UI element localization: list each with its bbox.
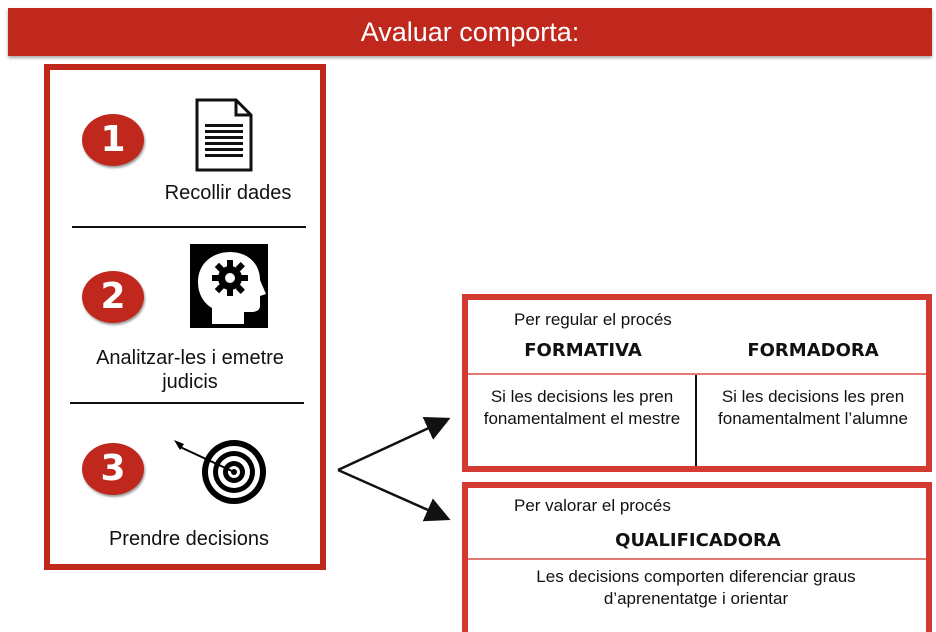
steps-panel [44, 64, 326, 570]
formativa-description: Si les decisions les pren fonamentalment… [483, 387, 681, 428]
qualificadora-heading: QUALIFICADORA [615, 530, 781, 551]
header-title: Avaluar comporta: [360, 17, 580, 47]
step-2-label: Analitzar-les i emetre judicis [96, 347, 284, 393]
column-divider [695, 375, 697, 466]
step-3-label: Prendre decisions [108, 528, 270, 550]
target-icon [174, 440, 266, 504]
formativa-heading: FORMATIVA [524, 340, 642, 361]
assess-title: Per valorar el procés [514, 496, 671, 515]
regulate-title: Per regular el procés [514, 310, 672, 329]
assess-separator [468, 558, 926, 560]
document-icon [195, 98, 253, 172]
regulate-panel [462, 294, 932, 472]
step-1-badge: 1 [82, 114, 144, 166]
step-1-label: Recollir dades [164, 182, 292, 204]
assess-panel [462, 482, 932, 632]
qualificadora-description: Les decisions comporten diferenciar grau… [536, 567, 856, 608]
step-divider [72, 226, 306, 228]
step-3-badge: 3 [82, 443, 144, 495]
header-banner: Avaluar comporta: [8, 8, 932, 56]
step-divider [70, 402, 304, 404]
head-gear-icon [190, 244, 268, 328]
step-2-badge: 2 [82, 271, 144, 323]
regulate-separator [468, 373, 926, 375]
formadora-heading: FORMADORA [747, 340, 879, 361]
formadora-description: Si les decisions les pren fonamentalment… [718, 387, 908, 428]
